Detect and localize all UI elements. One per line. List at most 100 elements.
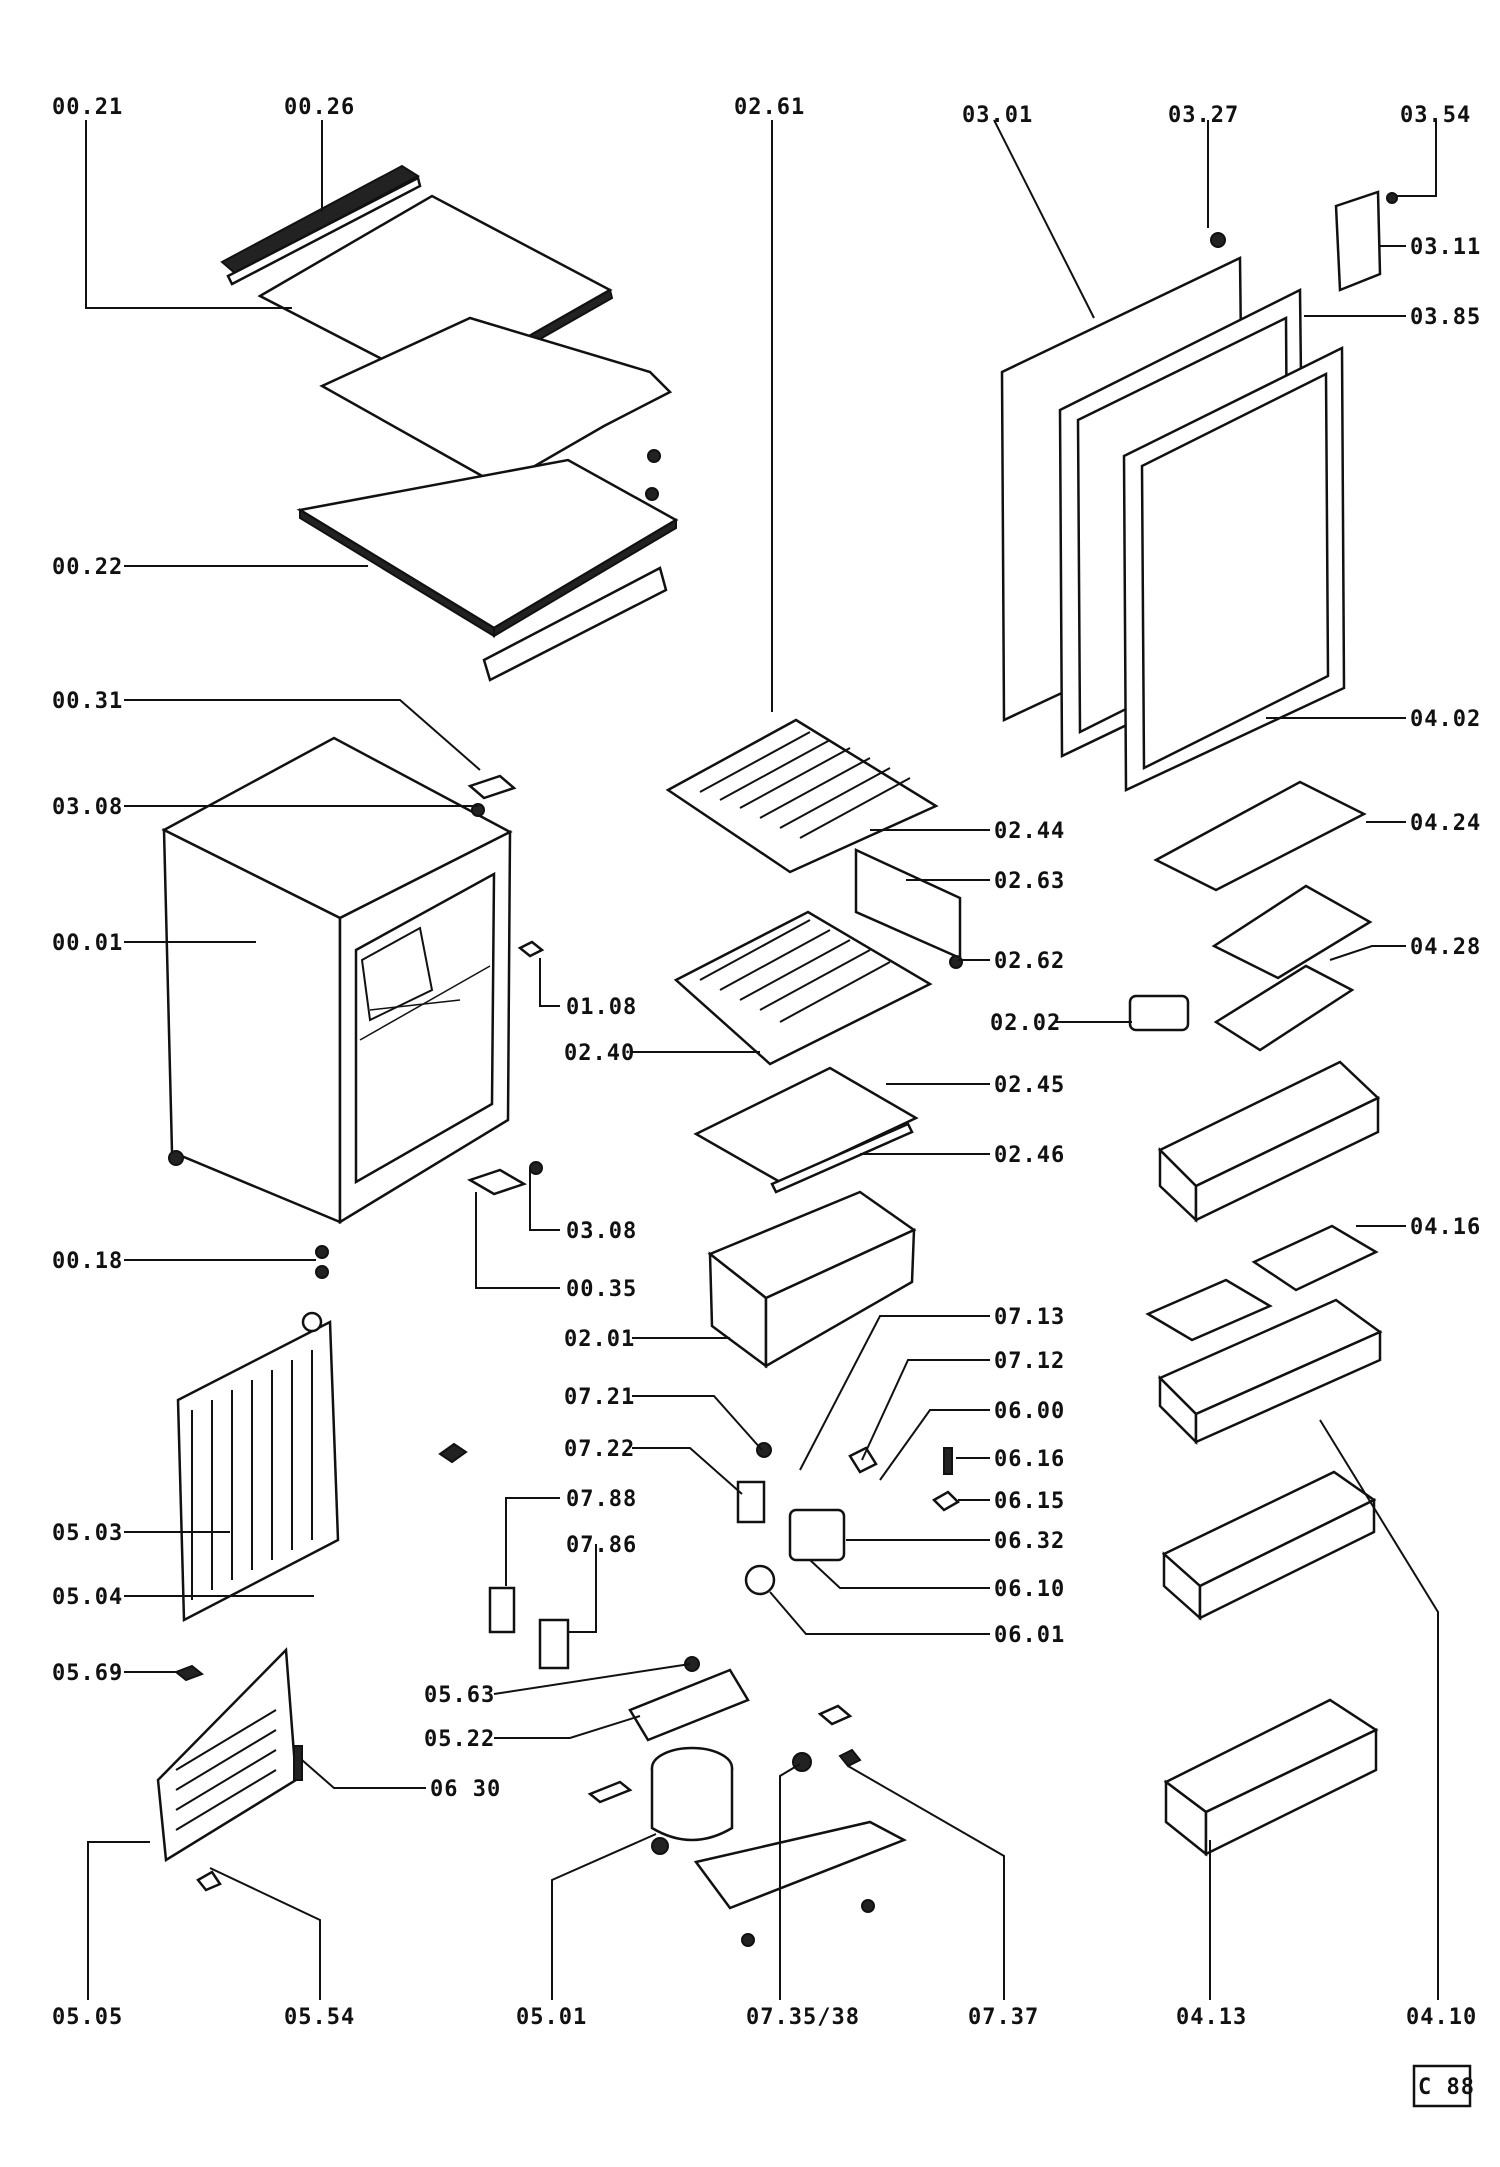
label-06-15: 06.15: [994, 1489, 1065, 1514]
label-02-45: 02.45: [994, 1073, 1065, 1098]
hinge-screw-03-54: [1386, 192, 1398, 204]
condenser-cap: [301, 1311, 323, 1333]
label-07-37: 07.37: [968, 2005, 1039, 2030]
label-06-00: 06.00: [994, 1399, 1065, 1424]
label-00-21: 00.21: [52, 95, 123, 120]
screw: [645, 487, 659, 501]
dairy-tray-04-28: [1213, 964, 1355, 1052]
switch-06-15: [931, 1490, 961, 1512]
condenser-grid: [176, 1319, 340, 1623]
compressor-body: [650, 1768, 734, 1842]
label-03-01: 03.01: [962, 103, 1033, 128]
leader-03-01: [993, 119, 1095, 319]
leader-06-10: [809, 1559, 990, 1589]
label-06-30: 06 30: [430, 1777, 501, 1802]
label-02-61: 02.61: [734, 95, 805, 120]
label-00-18: 00.18: [52, 1249, 123, 1274]
page-code-frame: [1412, 2064, 1472, 2108]
condenser: [176, 1311, 468, 1623]
shelf-holder-02-63: [854, 848, 962, 960]
crisper-front: [764, 1228, 916, 1369]
dairy-lid-04-24: [1153, 780, 1367, 892]
base-screw: [861, 1899, 875, 1913]
drain-pipe: [293, 1745, 303, 1781]
label-00-26: 00.26: [284, 95, 355, 120]
label-04-13: 04.13: [1176, 2005, 1247, 2030]
label-04-28: 04.28: [1410, 935, 1481, 960]
label-02-02: 02.02: [990, 1011, 1061, 1036]
label-05-05: 05.05: [52, 2005, 123, 2030]
label-04-24: 04.24: [1410, 811, 1481, 836]
thermostat-06-32: [788, 1508, 846, 1562]
label-06-10: 06.10: [994, 1577, 1065, 1602]
evaporator-grid: [360, 926, 434, 1022]
dairy-box-04-28: [1211, 884, 1373, 980]
door-bins: [1128, 780, 1383, 1857]
washer: [838, 1748, 862, 1768]
leader-00-35: [475, 1192, 560, 1289]
label-02-40: 02.40: [564, 1041, 635, 1066]
label-02-46: 02.46: [994, 1143, 1065, 1168]
top-hinge-part: [467, 774, 517, 800]
label-02-01: 02.01: [564, 1327, 635, 1352]
leader-07-21: [632, 1395, 763, 1451]
label-06-16: 06.16: [994, 1447, 1065, 1472]
label-04-02: 04.02: [1410, 707, 1481, 732]
part-labels: 00.21 00.26 00.22 00.31 03.08 00.01 01.0…: [52, 95, 1481, 2030]
cabinet-shelf-line: [369, 999, 461, 1011]
leader-06-30: [301, 1759, 426, 1789]
door-bin-2-front: [1194, 1330, 1382, 1444]
drain-plug: [196, 1870, 222, 1892]
lamp-part: [517, 940, 545, 958]
leader-05-22: [494, 1715, 641, 1739]
page-code: C 88: [1418, 2075, 1475, 2100]
label-05-01: 05.01: [516, 2005, 587, 2030]
base-screw: [741, 1933, 755, 1947]
label-01-08: 01.08: [566, 995, 637, 1020]
worktop-assembly: [220, 164, 679, 682]
leader-07-86: [568, 1544, 597, 1633]
leader-05-54: [209, 1867, 321, 2000]
label-03-11: 03.11: [1410, 235, 1481, 260]
leader-04-28: [1329, 945, 1406, 961]
leader-07-13: [799, 1315, 990, 1471]
label-05-04: 05.04: [52, 1585, 123, 1610]
leader-01-08: [539, 958, 560, 1007]
back-evaporator: [156, 1647, 303, 1892]
label-00-01: 00.01: [52, 931, 123, 956]
condenser-tubes: [191, 1350, 313, 1600]
clip: [438, 1442, 468, 1464]
relay-07-88: [488, 1586, 516, 1634]
leader-07-35: [779, 1763, 801, 2000]
label-05-22: 05.22: [424, 1727, 495, 1752]
egg-tray-a-04-16: [1145, 1278, 1273, 1342]
page-code-box: C 88: [1412, 2064, 1475, 2108]
label-04-16: 04.16: [1410, 1215, 1481, 1240]
screw: [647, 449, 661, 463]
label-06-01: 06.01: [994, 1623, 1065, 1648]
compressor-group: [587, 1656, 907, 1947]
label-02-63: 02.63: [994, 869, 1065, 894]
shelf-trim-02-46: [770, 1122, 914, 1194]
label-03-85: 03.85: [1410, 305, 1481, 330]
rear-strip: [220, 164, 420, 276]
label-05-69: 05.69: [52, 1661, 123, 1686]
cabinet-opening: [354, 871, 496, 1185]
label-00-22: 00.22: [52, 555, 123, 580]
cabinet-shelf-line: [359, 965, 491, 1041]
compressor-base: [693, 1820, 907, 1910]
label-05-63: 05.63: [424, 1683, 495, 1708]
label-00-35: 00.35: [566, 1277, 637, 1302]
bottom-hinge-part: [466, 1168, 528, 1196]
label-07-86: 07.86: [566, 1533, 637, 1558]
hinge-03-11: [1334, 190, 1382, 292]
foot-screw: [315, 1265, 329, 1279]
front-strip: [482, 566, 668, 682]
grommet-07-35: [792, 1752, 812, 1772]
clip-07-37: [817, 1704, 853, 1726]
leader-05-63: [493, 1663, 691, 1695]
switch-06-16: [943, 1447, 953, 1475]
leader-03-54: [1396, 120, 1437, 197]
compressor-bracket: [587, 1780, 633, 1804]
